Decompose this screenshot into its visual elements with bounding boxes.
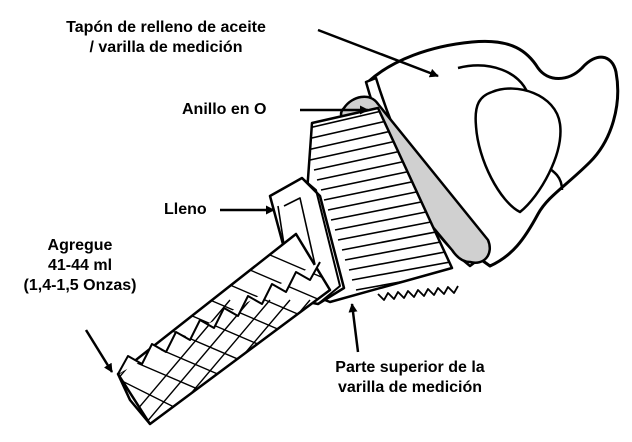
leader-lines [84,28,439,373]
label-dipstick-top: Parte superior de la varilla de medición [335,359,485,396]
label-o-ring: Anillo en O [182,101,267,118]
cap-handle [366,39,620,268]
label-fill-cap: Tapón de relleno de aceite / varilla de … [66,19,266,56]
add-arrow [84,329,114,373]
label-add: Agregue 41-44 ml (1,4-1,5 Onzas) [23,237,137,294]
label-full: Lleno [164,201,207,218]
fill-cap-arrow [317,28,439,78]
dipstick-top-arrow [348,303,360,353]
dipstick-shaft [116,232,332,426]
